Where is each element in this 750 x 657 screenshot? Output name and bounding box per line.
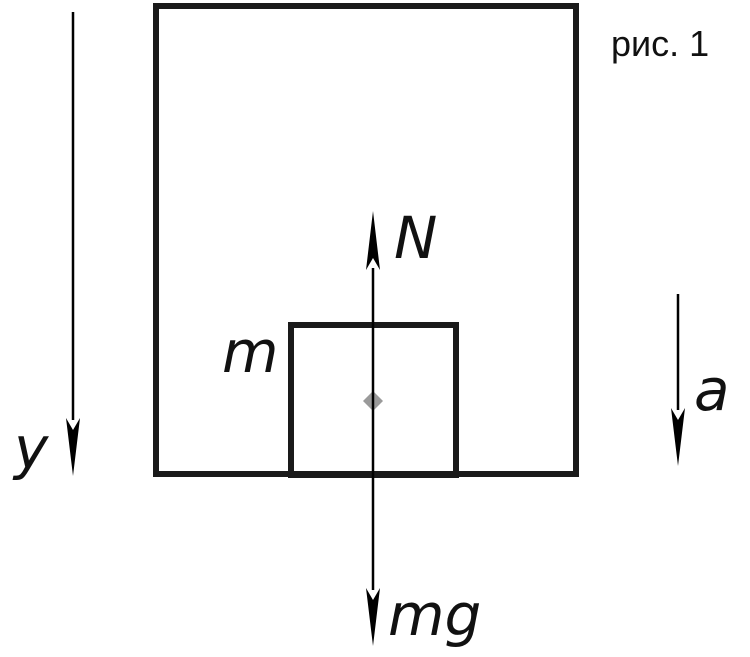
y-axis-label: y (12, 414, 49, 482)
mass-label: m (222, 318, 279, 386)
gravity-force-label: mg (388, 581, 481, 649)
acceleration-arrow (671, 294, 685, 466)
y-axis-arrow (66, 12, 80, 476)
figure-caption: рис. 1 (611, 23, 709, 64)
normal-force-label: N (394, 204, 437, 272)
gravity-force-arrow (366, 401, 380, 646)
normal-force-arrow (366, 211, 380, 401)
acceleration-label: a (694, 356, 730, 424)
